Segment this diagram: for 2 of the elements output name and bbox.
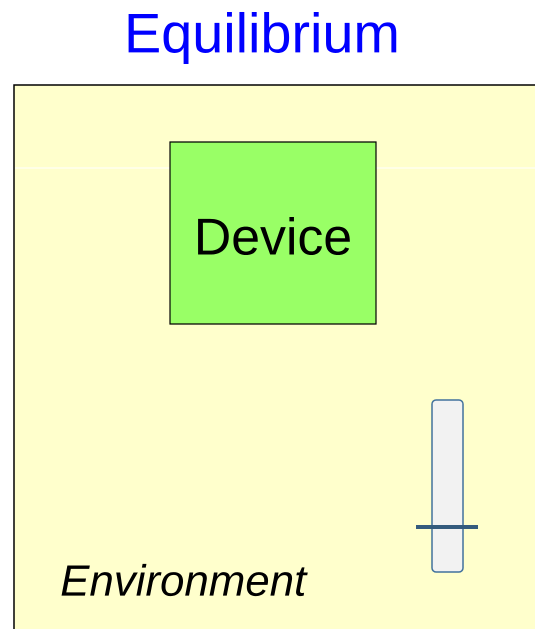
device-box: Device <box>169 141 377 325</box>
title: Equilibrium <box>128 12 396 64</box>
